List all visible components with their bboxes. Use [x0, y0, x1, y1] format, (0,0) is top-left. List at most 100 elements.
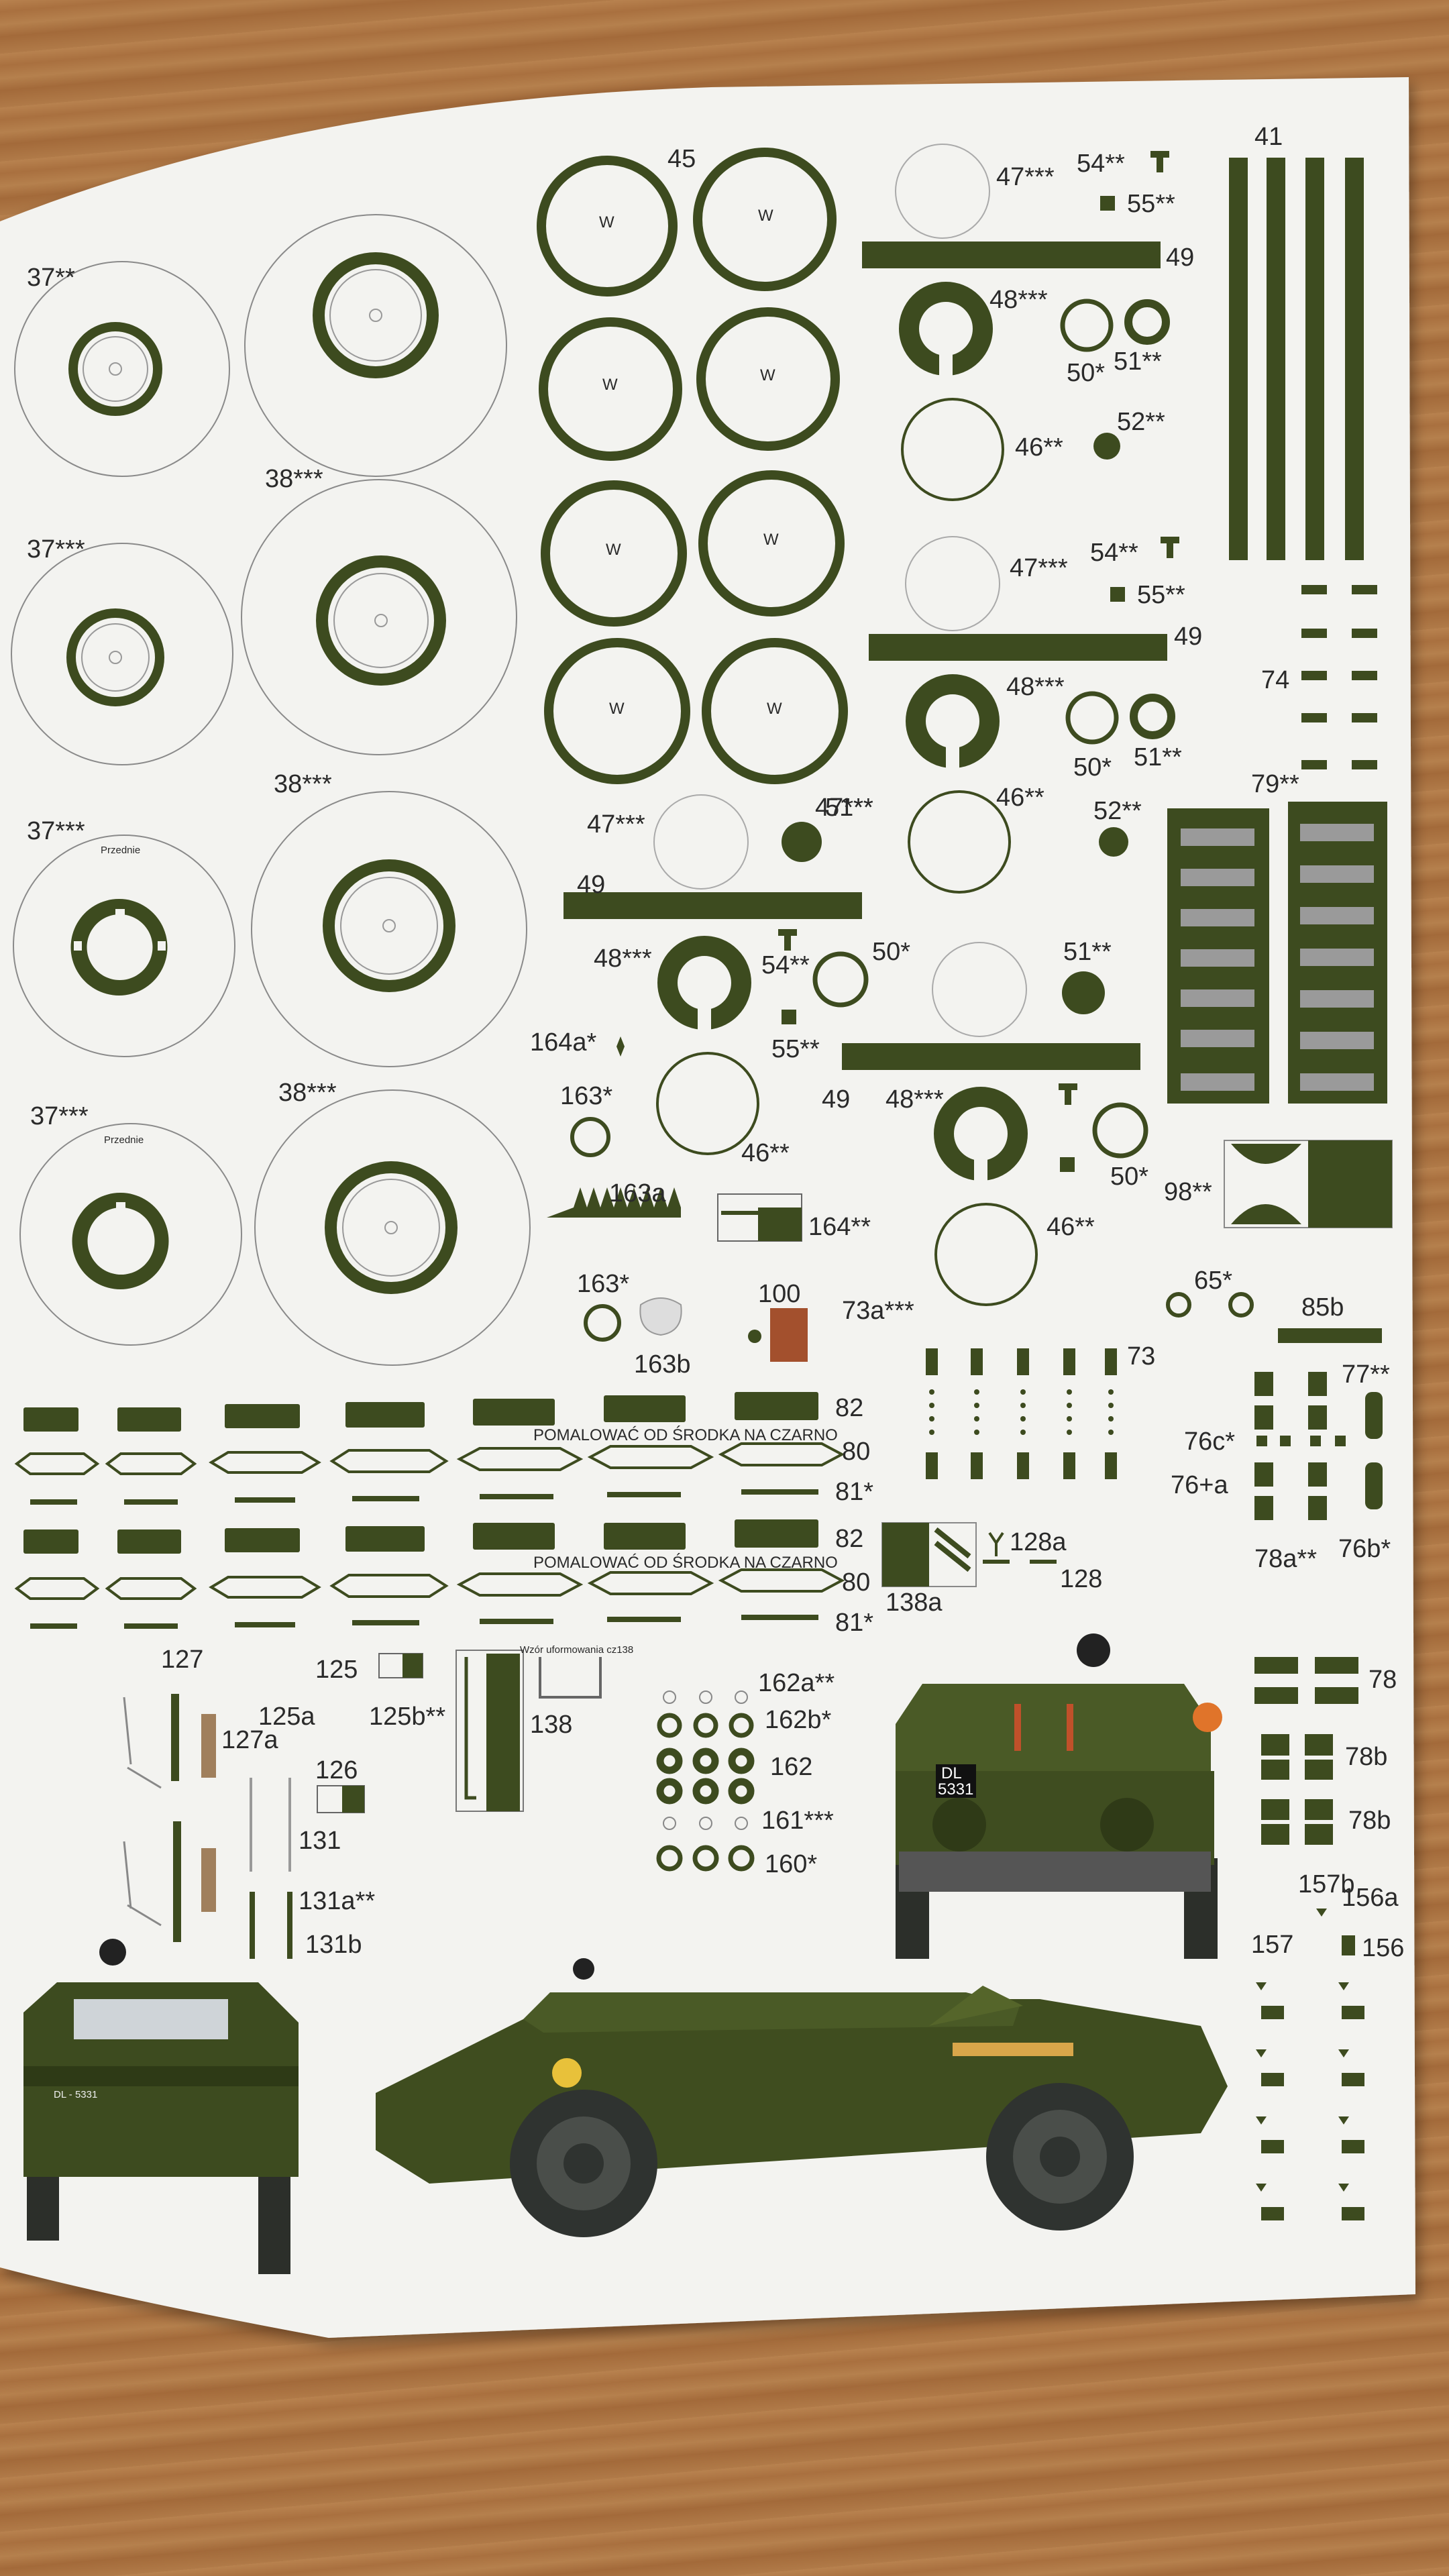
part-label: 162 — [770, 1753, 813, 1781]
part-label: 100 — [758, 1280, 801, 1308]
part-label: 80 — [842, 1568, 871, 1597]
part-label: 164** — [808, 1213, 871, 1241]
parts-163-164 — [547, 1036, 808, 1362]
ring-gaps — [698, 349, 987, 1184]
part-label: 50* — [872, 938, 911, 966]
part-label: 131a** — [299, 1887, 376, 1915]
parts-78-lines — [1261, 1756, 1333, 1824]
number-plate: 5331 — [938, 1780, 974, 1799]
vehicle-front-view — [896, 1633, 1222, 1959]
number-plate: DL - 5331 — [54, 2089, 98, 2100]
wheel-rear — [510, 2090, 657, 2237]
part-label: 37*** — [30, 1102, 89, 1130]
part-label: 54** — [761, 951, 810, 979]
instruction-text: POMALOWAĆ OD ŚRODKA NA CZARNO — [533, 1426, 838, 1444]
part-label: 157b — [1298, 1870, 1355, 1898]
part-label: 81* — [835, 1478, 874, 1506]
part-label: 47*** — [587, 810, 645, 839]
instruction-text: POMALOWAĆ OD ŚRODKA NA CZARNO — [533, 1554, 838, 1572]
part-label: 37*** — [27, 817, 85, 845]
grilles-79 — [1167, 802, 1387, 1104]
part-label: 73a*** — [842, 1297, 914, 1325]
part-label: 125b** — [369, 1703, 446, 1731]
part-label: Przednie — [104, 1134, 144, 1146]
wheel-front — [986, 2083, 1134, 2231]
part-label: 48*** — [885, 1085, 944, 1114]
parts-125-131 — [123, 1650, 602, 1959]
part-label: 125a — [258, 1703, 315, 1731]
part-label: 50* — [1110, 1163, 1149, 1191]
small-squares-55 — [778, 151, 1179, 1172]
parts-156-157 — [1256, 1909, 1364, 2220]
part-label: 156 — [1362, 1934, 1405, 1962]
part-label: 162a** — [758, 1669, 835, 1697]
part-label: 138a — [885, 1589, 943, 1617]
parts-128-138a — [881, 1522, 1057, 1587]
part-label: Przednie — [101, 845, 141, 856]
part-label: 48*** — [1006, 673, 1065, 701]
part-label: 82 — [835, 1525, 864, 1553]
strips-41 — [1229, 158, 1364, 560]
rings-160-162 — [656, 1690, 755, 1872]
tyre-label: W — [758, 207, 773, 225]
part-label: 156a — [1342, 1884, 1399, 1912]
part-label: 50* — [1067, 359, 1106, 387]
discs-46 — [656, 398, 1038, 1306]
wheel-parts-37-38 — [11, 214, 531, 1366]
part-label: 49 — [1166, 244, 1195, 272]
parts-74 — [1301, 585, 1377, 769]
part-label: 51** — [1114, 347, 1162, 376]
part-label: 98** — [1164, 1178, 1212, 1206]
parts-76-77 — [1254, 1372, 1383, 1520]
tyre-label: W — [767, 700, 782, 718]
part-label: 45 — [667, 145, 696, 173]
part-label: 46** — [996, 784, 1044, 812]
part-98 — [1224, 1140, 1393, 1228]
part-label: 54** — [1077, 150, 1125, 178]
part-label: 128 — [1060, 1565, 1103, 1593]
part-label: 164a* — [530, 1028, 597, 1057]
part-label: 163a — [609, 1179, 666, 1208]
part-label: 78 — [1368, 1666, 1397, 1694]
part-label: 78b — [1345, 1743, 1388, 1771]
rings-50-51 — [812, 299, 1175, 1159]
part-label: 37*** — [27, 535, 85, 564]
tyre-label: W — [606, 541, 621, 559]
tyres-45 — [537, 148, 848, 784]
part-label: 80 — [842, 1438, 871, 1466]
part-label: 46** — [1015, 433, 1063, 462]
discs-47 — [653, 144, 1027, 1037]
part-label: 127a — [221, 1726, 278, 1754]
part-label: 82 — [835, 1394, 864, 1422]
part-label: 41 — [1254, 123, 1283, 151]
part-label: 51** — [825, 794, 873, 822]
part-label: 128a — [1010, 1528, 1067, 1556]
part-label: 126 — [315, 1756, 358, 1784]
part-label: 54** — [1090, 539, 1138, 567]
part-label: 131b — [305, 1931, 362, 1959]
part-label: 55** — [1127, 190, 1175, 218]
part-label: 74 — [1261, 666, 1290, 694]
part-label: 131 — [299, 1827, 341, 1855]
part-label: 55** — [1137, 581, 1185, 609]
instruction-text: Wzór uformowania cz138 — [520, 1644, 634, 1656]
part-label: 163b — [634, 1350, 691, 1379]
part-label: 127 — [161, 1646, 204, 1674]
part-label: 76b* — [1338, 1535, 1391, 1563]
part-label: 79** — [1251, 770, 1299, 798]
vehicle-side-view — [376, 1958, 1228, 2237]
part-label: 163* — [577, 1270, 630, 1298]
part-label: 162b* — [765, 1706, 832, 1734]
part-label: 48*** — [989, 286, 1048, 314]
part-label: 163* — [560, 1082, 613, 1110]
part-label: 50* — [1073, 753, 1112, 782]
part-label: 37** — [27, 264, 75, 292]
part-label: 76c* — [1184, 1428, 1236, 1456]
part-label: 125 — [315, 1656, 358, 1684]
part-label: 46** — [741, 1139, 790, 1167]
part-label: 78b — [1348, 1807, 1391, 1835]
number-plate: DL — [941, 1764, 962, 1782]
part-label: 51** — [1134, 743, 1182, 771]
tyre-label: W — [599, 213, 614, 231]
